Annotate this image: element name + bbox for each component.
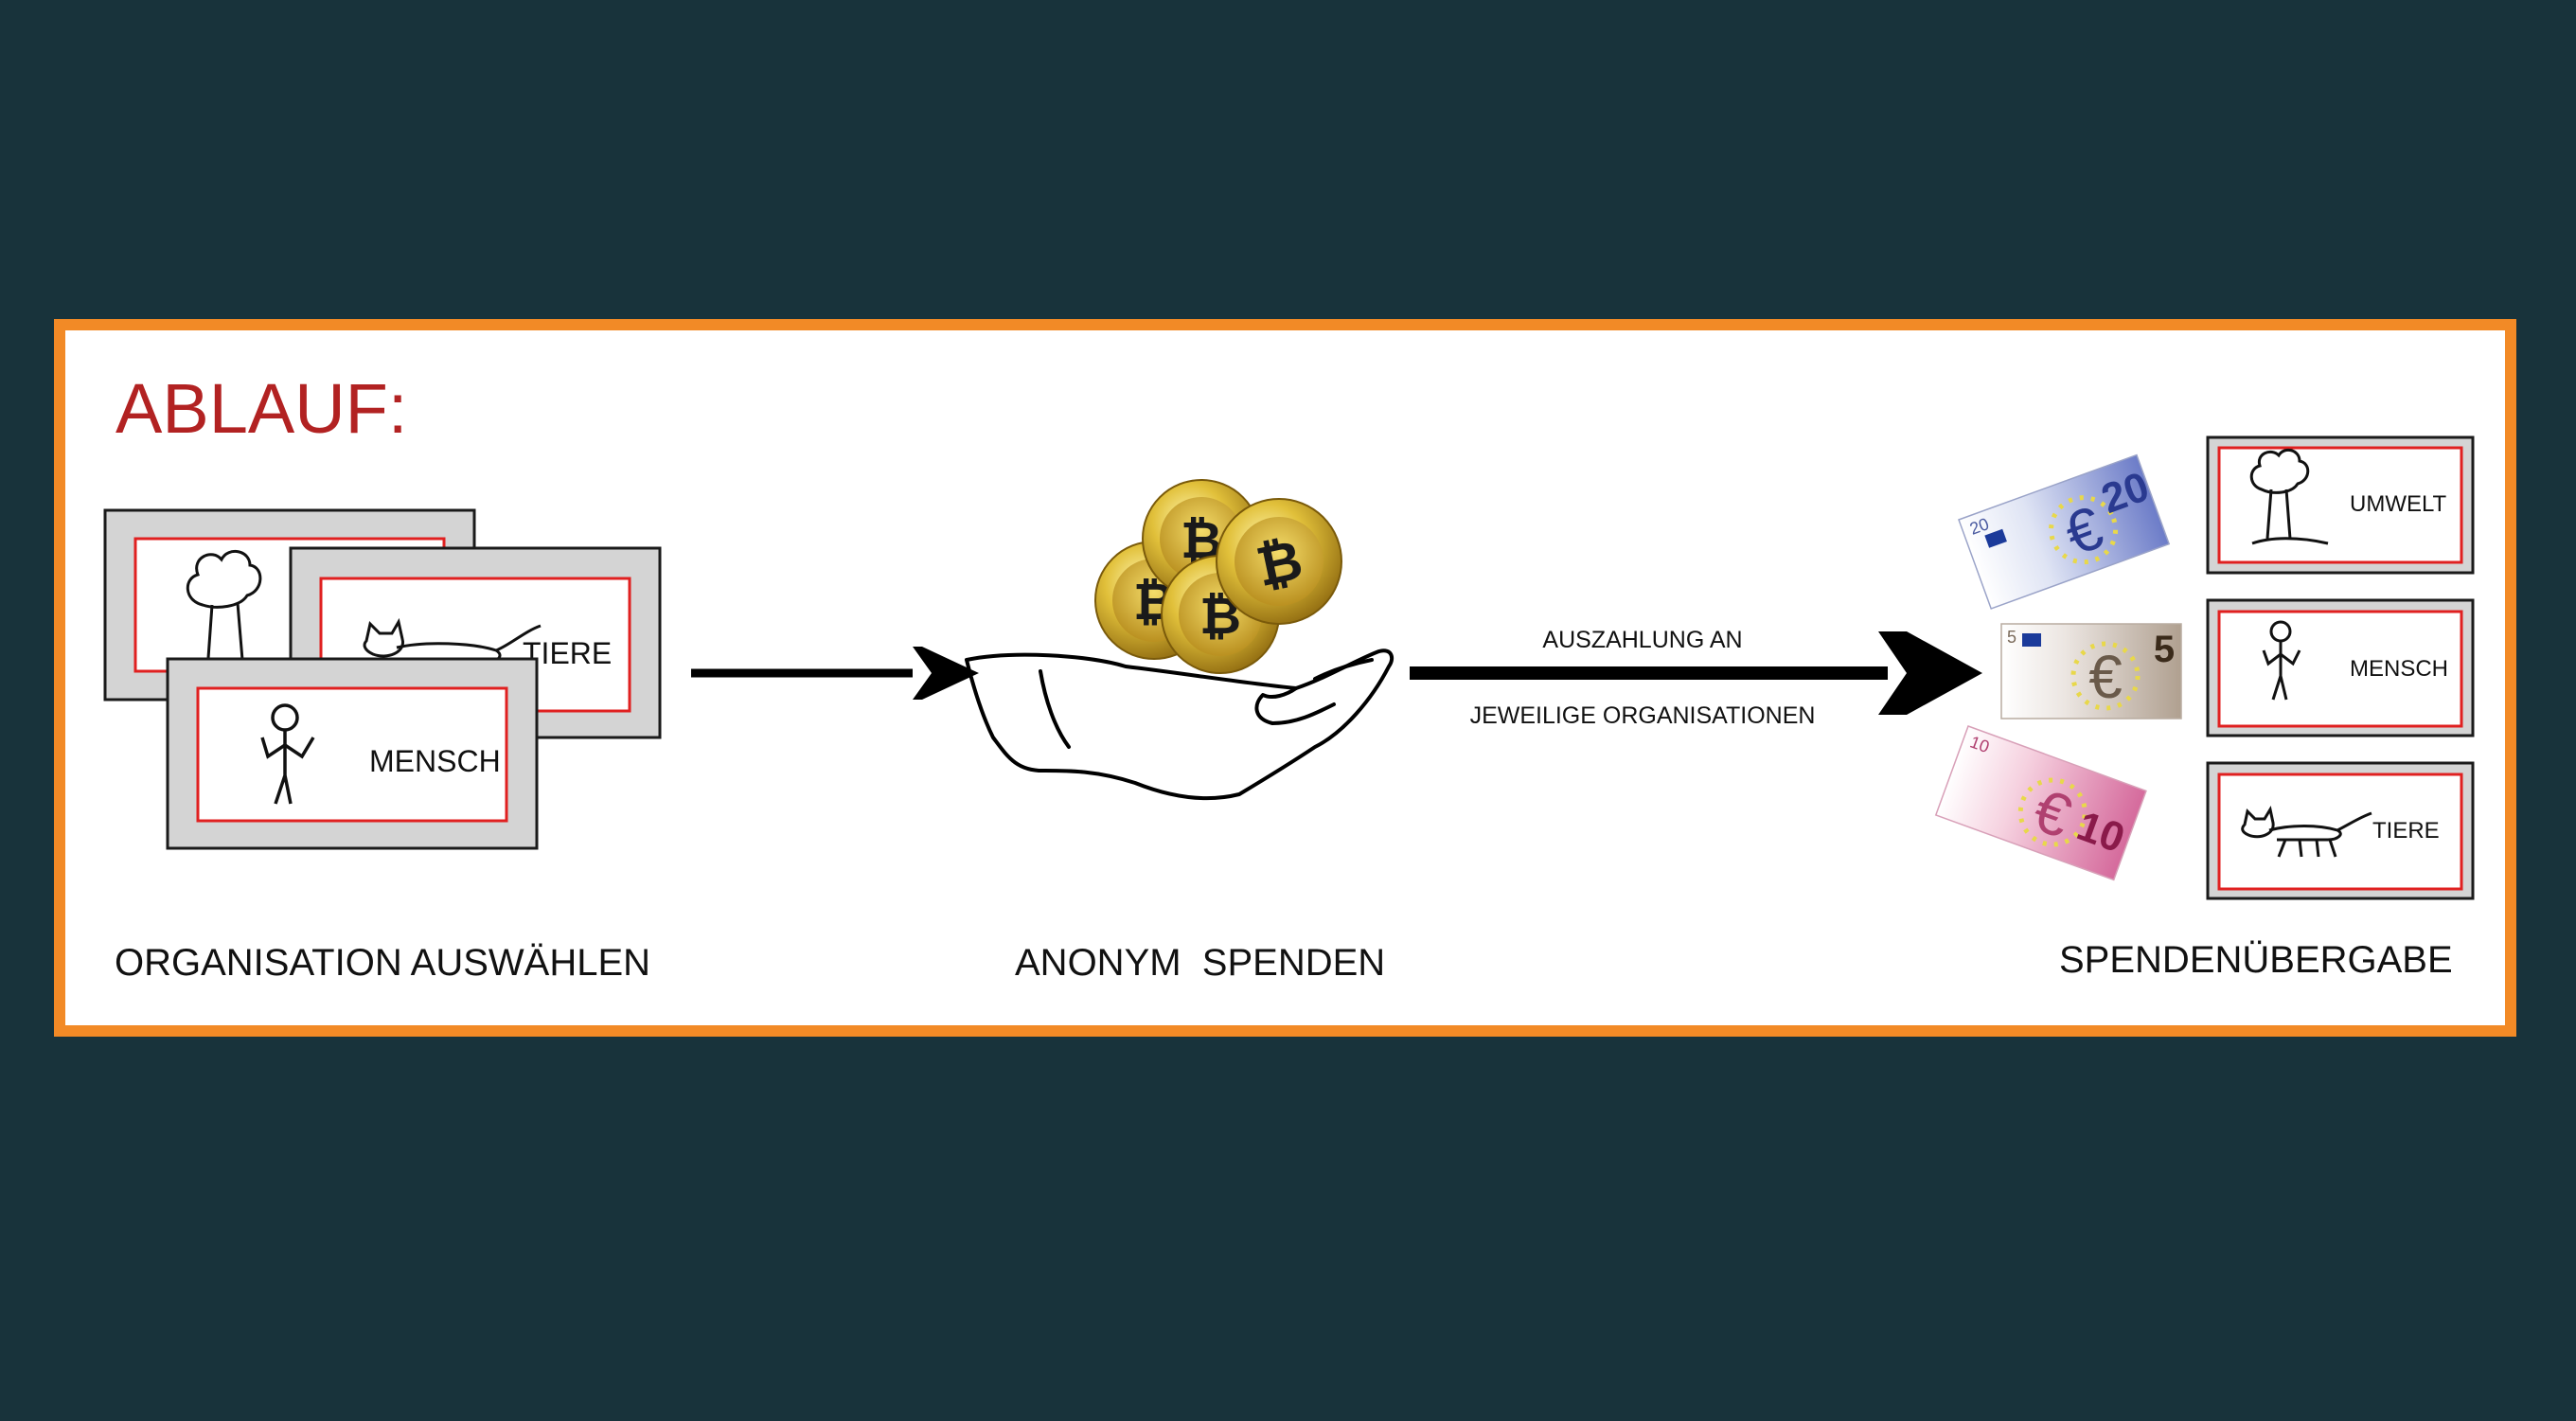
coin-stack-icon: ₿ ₿ ₿ ₿ (1094, 479, 1342, 674)
step-anonymous-donation: ₿ ₿ ₿ ₿ ANONYM SPENDEN (965, 479, 1395, 984)
diagram-title: ABLAUF: (115, 369, 407, 448)
svg-text:5: 5 (2007, 628, 2016, 647)
euro-note-20: 20 € 20 (1958, 453, 2171, 610)
process-diagram: ABLAUF: TIERE (103, 369, 2475, 984)
arrow-step1-to-step2 (691, 647, 979, 700)
target-card-tiere[interactable]: TIERE (2206, 761, 2475, 900)
svg-text:€: € (2088, 643, 2123, 711)
person-icon (260, 703, 315, 805)
tree-icon (2249, 448, 2329, 545)
open-hand-icon (965, 648, 1395, 801)
target-card-mensch[interactable]: MENSCH (2206, 598, 2475, 737)
transfer-label-line2: JEWEILIGE ORGANISATIONEN (1470, 702, 1816, 729)
step1-caption: ORGANISATION AUSWÄHLEN (115, 942, 650, 984)
person-icon (2262, 620, 2301, 701)
arrow-step2-to-step3: AUSZAHLUNG AN JEWEILIGE ORGANISATIONEN (1410, 627, 1982, 729)
step-donation-handover: 20 € 20 5 € 5 10 € 10 (1934, 435, 2475, 981)
step3-caption: SPENDENÜBERGABE (2059, 939, 2453, 981)
svg-text:5: 5 (2154, 629, 2175, 670)
card-mensch-front[interactable]: MENSCH (166, 657, 539, 850)
card-mensch-label: MENSCH (369, 744, 501, 778)
target-card-umwelt-label: UMWELT (2350, 491, 2447, 517)
transfer-label-line1: AUSZAHLUNG AN (1542, 627, 1742, 653)
euro-note-5: 5 € 5 (2000, 623, 2182, 719)
bitcoin-coin: ₿ (1216, 498, 1342, 625)
target-card-tiere-label: TIERE (2372, 818, 2440, 844)
step2-caption: ANONYM SPENDEN (1015, 942, 1385, 984)
process-panel: ABLAUF: TIERE (54, 319, 2516, 1037)
target-card-mensch-label: MENSCH (2350, 656, 2448, 682)
target-card-umwelt[interactable]: UMWELT (2206, 435, 2475, 575)
step-select-organisation: TIERE MENSCH ORGANISATION AUSWÄHLEN (103, 508, 662, 984)
euro-note-10: 10 € 10 (1934, 725, 2147, 881)
cat-icon (2241, 805, 2372, 858)
